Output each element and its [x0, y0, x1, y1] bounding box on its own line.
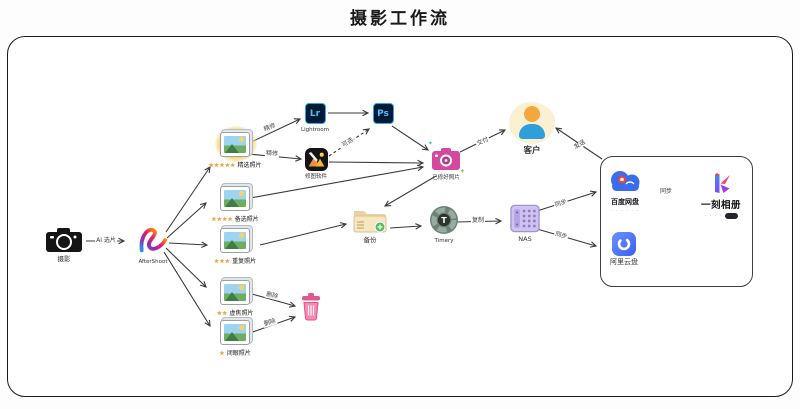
- photo-group-label: 虚焦照片: [229, 310, 254, 317]
- node-photo-editor-label: 修图软件: [304, 174, 327, 180]
- node-nas: NAS: [504, 204, 546, 243]
- star-rating: ★★★★: [211, 216, 233, 223]
- node-aliyun-drive: 阿里云盘: [600, 232, 648, 267]
- node-client: 客户: [504, 102, 560, 156]
- photo-group-label: 备选照片: [234, 216, 259, 223]
- folder-backup-icon: [353, 211, 387, 233]
- node-timery-label: Timery: [434, 238, 454, 244]
- node-baidu-netdisk: 百度网盘 · · · · · ·: [604, 168, 646, 214]
- node-yike-album: 一刻相册 · · · ·: [694, 172, 748, 219]
- sparkle-icon: ✦: [460, 168, 466, 175]
- node-timery: T Timery: [424, 205, 464, 244]
- star-rating: ★★: [216, 310, 228, 317]
- node-backup: 备份: [348, 205, 392, 244]
- node-photoshop: Ps: [362, 103, 404, 124]
- star-rating: ★★★★★: [208, 162, 236, 169]
- node-client-label: 客户: [523, 146, 541, 156]
- edge-label-ai-select: AI 选片: [95, 237, 117, 244]
- node-lightroom-label: Lightroom: [301, 127, 329, 133]
- photo-stack-icon: [220, 185, 250, 211]
- node-photo-group-blinks: ★ 闭眼照片: [196, 316, 274, 357]
- yike-album-icon: [715, 173, 730, 193]
- star-rating: ★: [219, 350, 225, 357]
- node-aftershoot-label: AfterShoot: [138, 259, 168, 265]
- client-head: [524, 106, 540, 122]
- edge-label-retouch-xiutu: 精修: [264, 149, 280, 158]
- lightroom-icon: Lr: [304, 103, 326, 124]
- photo-stack-icon: [220, 319, 250, 345]
- yike-album-badge: [724, 213, 738, 219]
- photo-group-label: 闭眼照片: [226, 350, 251, 357]
- baidu-netdisk-caption: · · · · · ·: [610, 208, 640, 214]
- node-aftershoot: AfterShoot: [126, 224, 180, 265]
- star-rating: ★★★: [213, 258, 231, 265]
- node-photo-group-duplicates: ★★★ 重复照片: [196, 224, 274, 265]
- photoshop-icon: Ps: [372, 103, 394, 124]
- svg-text:T: T: [441, 216, 447, 225]
- node-nas-label: NAS: [518, 235, 532, 243]
- photo-editor-icon: [304, 148, 328, 171]
- edge-label-copy: 复制: [470, 217, 486, 224]
- node-photo-editor: 修图软件: [292, 148, 340, 180]
- edited-photos-icon: [432, 148, 460, 170]
- node-edited-photos-label: 已修好照片: [432, 175, 460, 181]
- node-edited-photos: ✦ ✦ 已修好照片: [420, 141, 472, 182]
- node-yike-album-label: 一刻相册: [700, 200, 741, 211]
- client-body: [519, 124, 545, 139]
- node-shoot-label: 摄影: [57, 255, 71, 263]
- photo-group-label: 重复照片: [232, 258, 257, 265]
- trash-icon: [302, 293, 320, 321]
- node-photo-group-alternates: ★★★★ 备选照片: [196, 182, 274, 223]
- edge-label-sync-yike: 同步: [658, 188, 674, 195]
- photo-stack-icon: [220, 227, 250, 253]
- photo-group-label: 精选照片: [237, 162, 262, 169]
- node-lightroom: Lr Lightroom: [294, 103, 336, 133]
- aliyun-drive-icon: [612, 232, 636, 256]
- client-icon: [509, 102, 555, 144]
- diagram-title: 摄影工作流: [350, 9, 450, 29]
- yike-album-caption: · · · ·: [704, 212, 723, 219]
- sparkle-icon: ✦: [428, 140, 434, 147]
- aftershoot-logo-icon: [139, 227, 168, 253]
- baidu-netdisk-icon: [611, 171, 640, 191]
- node-aliyun-drive-label: 阿里云盘: [610, 258, 638, 266]
- node-photo-group-selects: ★★★★★ 精选照片: [196, 126, 274, 169]
- node-shoot: 摄影: [38, 226, 90, 263]
- timery-icon: T: [430, 206, 458, 234]
- photo-stack-icon: [220, 131, 250, 157]
- camera-icon: [46, 228, 82, 252]
- node-photo-group-defocus: ★★ 虚焦照片: [196, 276, 274, 317]
- node-trash: [296, 292, 326, 321]
- node-backup-label: 备份: [363, 236, 377, 244]
- photo-stack-icon: [220, 279, 250, 305]
- node-baidu-netdisk-label: 百度网盘: [611, 198, 639, 206]
- nas-icon: [510, 204, 540, 233]
